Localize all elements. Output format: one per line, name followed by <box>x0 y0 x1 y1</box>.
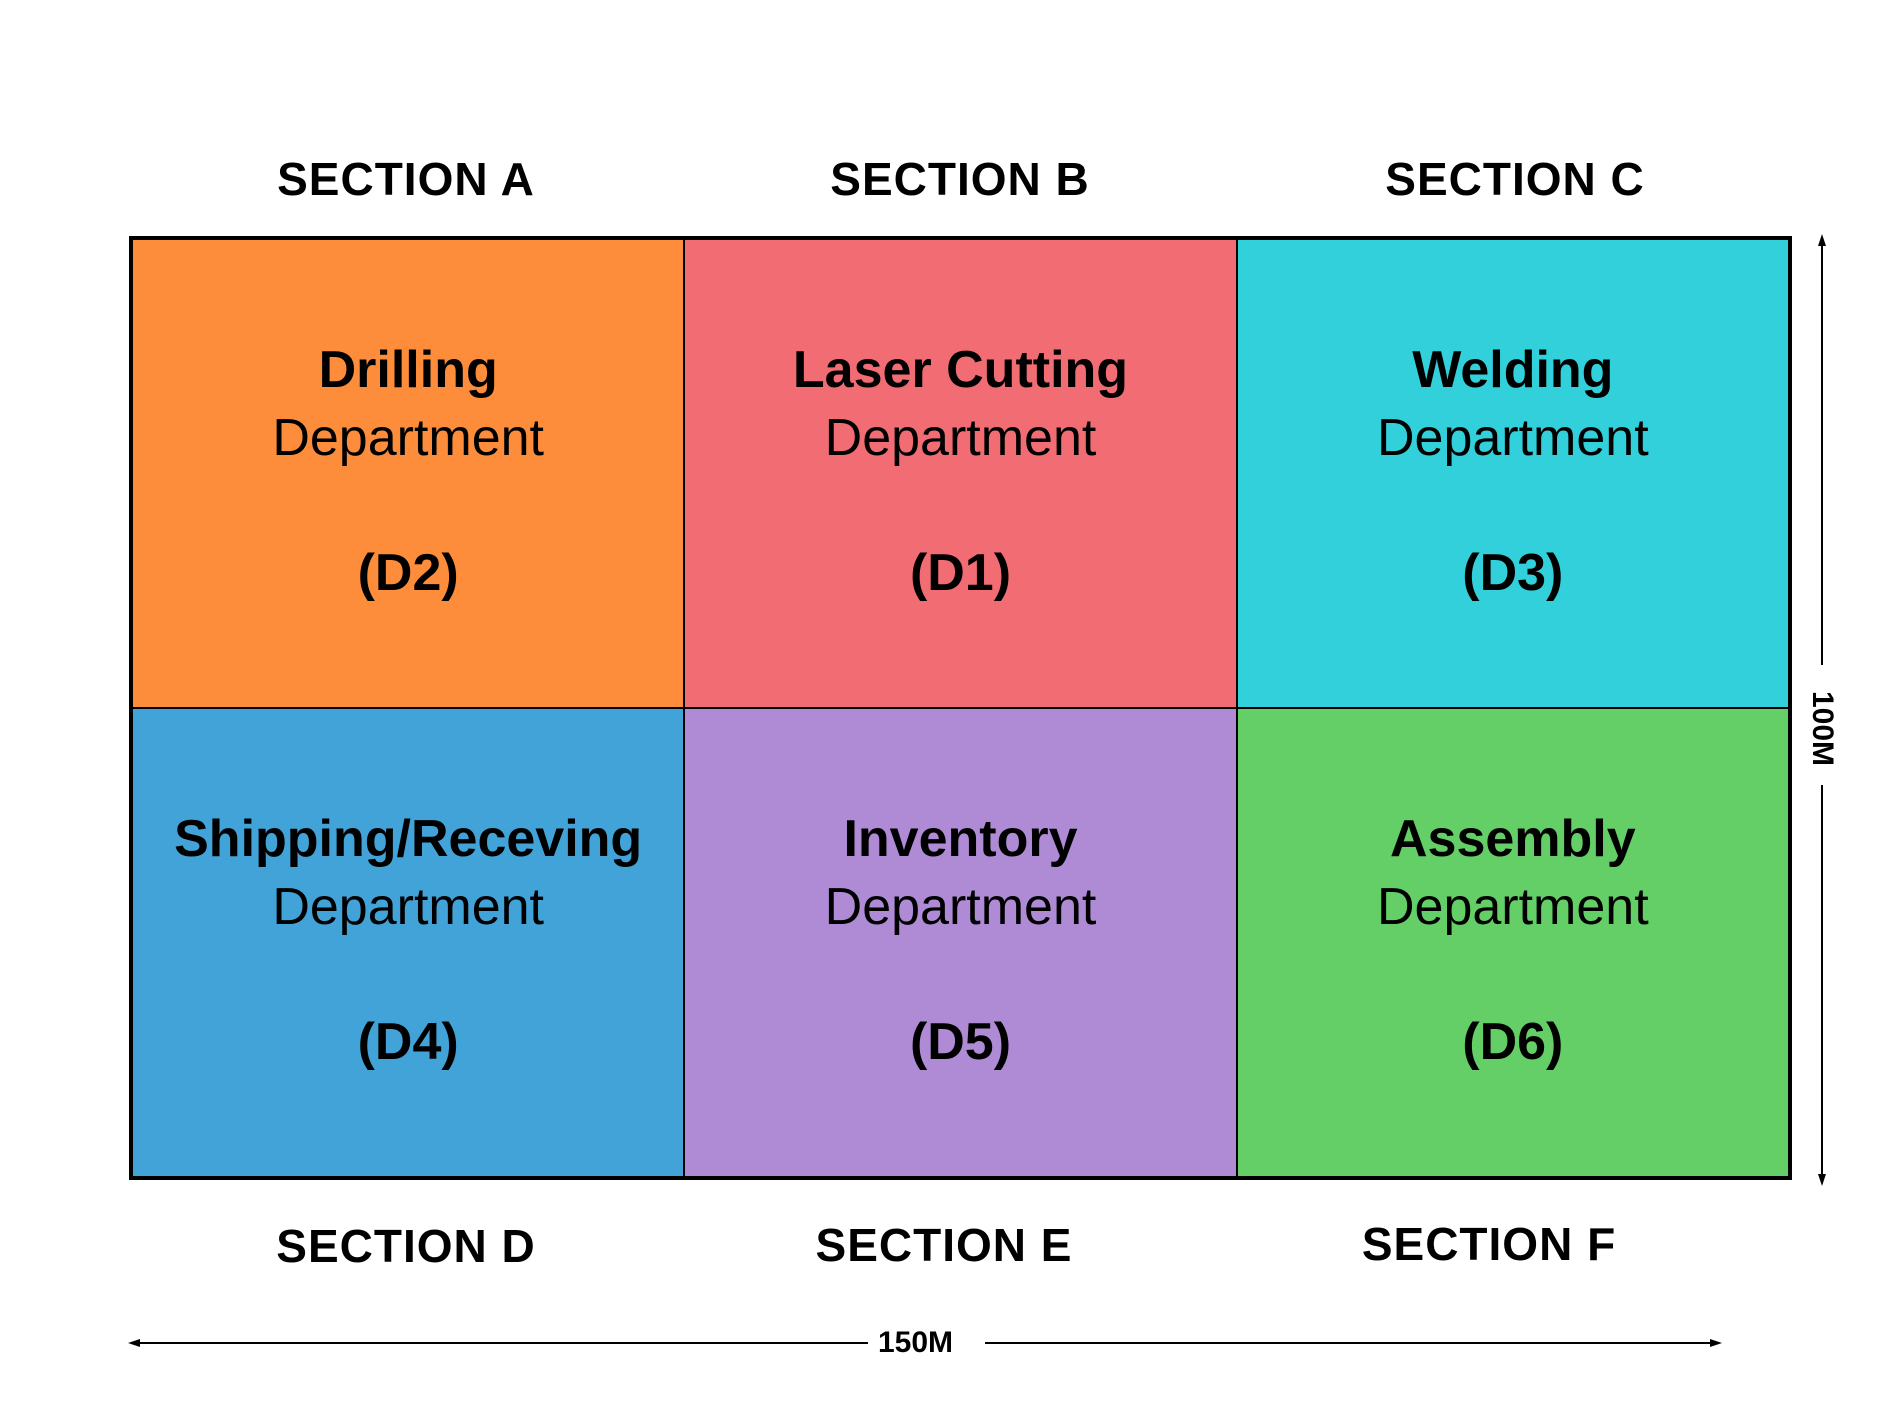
department-cell-d3: Welding Department (D3) <box>1236 239 1789 708</box>
department-code: (D1) <box>909 544 1012 602</box>
department-label: Department <box>824 409 1097 467</box>
department-code: (D6) <box>1462 1013 1564 1071</box>
department-label: Department <box>824 878 1097 936</box>
section-label-b: SECTION B <box>830 153 1090 205</box>
floor-plan-grid: Drilling Department (D2) Laser Cutting D… <box>129 236 1792 1180</box>
department-code: (D4) <box>357 1013 459 1071</box>
section-label-d: SECTION D <box>276 1220 536 1272</box>
width-dimension-label: 150M <box>878 1326 954 1359</box>
arrowhead-left-icon <box>128 1339 140 1347</box>
department-cell-d2: Drilling Department (D2) <box>132 239 685 708</box>
department-code: (D2) <box>357 544 459 602</box>
arrowhead-down-icon <box>1818 1174 1826 1186</box>
department-name: Shipping/Receving <box>174 810 643 868</box>
arrowhead-right-icon <box>1710 1339 1722 1347</box>
section-label-e: SECTION E <box>815 1219 1073 1271</box>
department-label: Department <box>1376 409 1649 467</box>
section-label-a: SECTION A <box>277 153 535 205</box>
department-code: (D3) <box>1462 544 1564 602</box>
department-name: Assembly <box>1389 810 1636 868</box>
department-cell-d1: Laser Cutting Department (D1) <box>684 239 1237 708</box>
department-code: (D5) <box>909 1013 1012 1071</box>
department-label: Department <box>272 878 544 936</box>
department-name: Laser Cutting <box>792 341 1129 399</box>
department-label: Department <box>272 409 544 467</box>
arrowhead-up-icon <box>1818 234 1826 246</box>
department-cell-d4: Shipping/Receving Department (D4) <box>132 708 685 1177</box>
department-label: Department <box>1376 878 1649 936</box>
section-label-f: SECTION F <box>1361 1218 1617 1270</box>
department-name: Inventory <box>843 810 1078 868</box>
department-cell-d6: Assembly Department (D6) <box>1236 708 1789 1177</box>
department-name: Drilling <box>318 341 498 399</box>
department-name: Welding <box>1412 341 1614 399</box>
department-cell-d5: Inventory Department (D5) <box>684 708 1237 1177</box>
section-label-c: SECTION C <box>1385 153 1645 205</box>
height-dimension-label: 100M <box>1806 691 1839 767</box>
